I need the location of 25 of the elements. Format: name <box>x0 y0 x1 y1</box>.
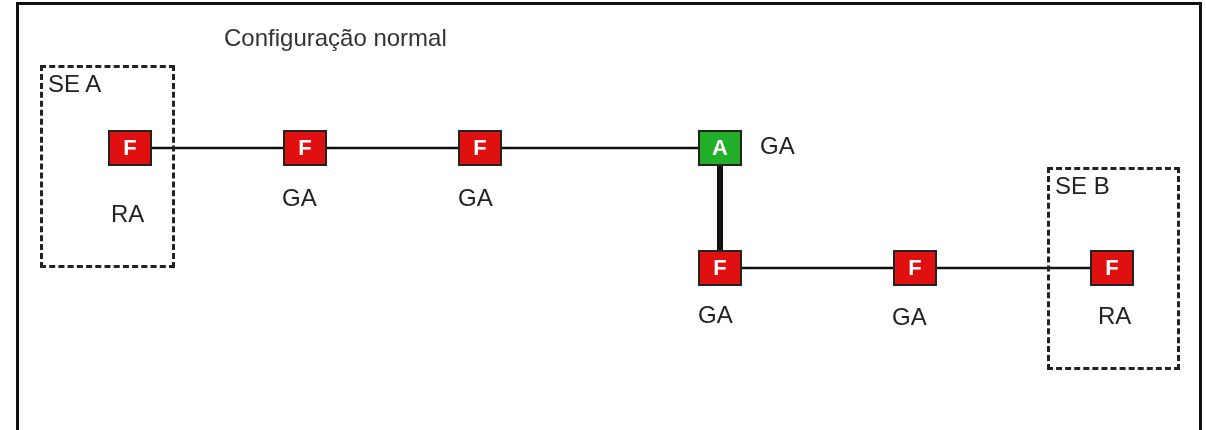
switch-box: F <box>893 250 937 286</box>
node-caption: GA <box>760 134 795 158</box>
line <box>742 266 893 270</box>
line <box>937 266 1090 270</box>
substation-label: SE A <box>48 72 102 96</box>
switch-box: F <box>108 130 152 166</box>
node-caption: GA <box>892 305 927 329</box>
line <box>717 166 723 250</box>
line <box>152 146 283 150</box>
area-label: RA <box>1098 304 1132 328</box>
switch-box: F <box>698 250 742 286</box>
diagram-title: Configuração normal <box>224 26 447 50</box>
area-label: RA <box>111 202 145 226</box>
node-caption: GA <box>282 186 317 210</box>
switch-box: F <box>283 130 327 166</box>
switch-box: F <box>458 130 502 166</box>
line <box>502 146 698 150</box>
switch-box: A <box>698 130 742 166</box>
line <box>327 146 458 150</box>
substation-label: SE B <box>1055 174 1110 198</box>
node-caption: GA <box>698 303 733 327</box>
substation-area <box>40 65 175 268</box>
node-caption: GA <box>458 186 493 210</box>
switch-box: F <box>1090 250 1134 286</box>
substation-area <box>1047 167 1180 370</box>
